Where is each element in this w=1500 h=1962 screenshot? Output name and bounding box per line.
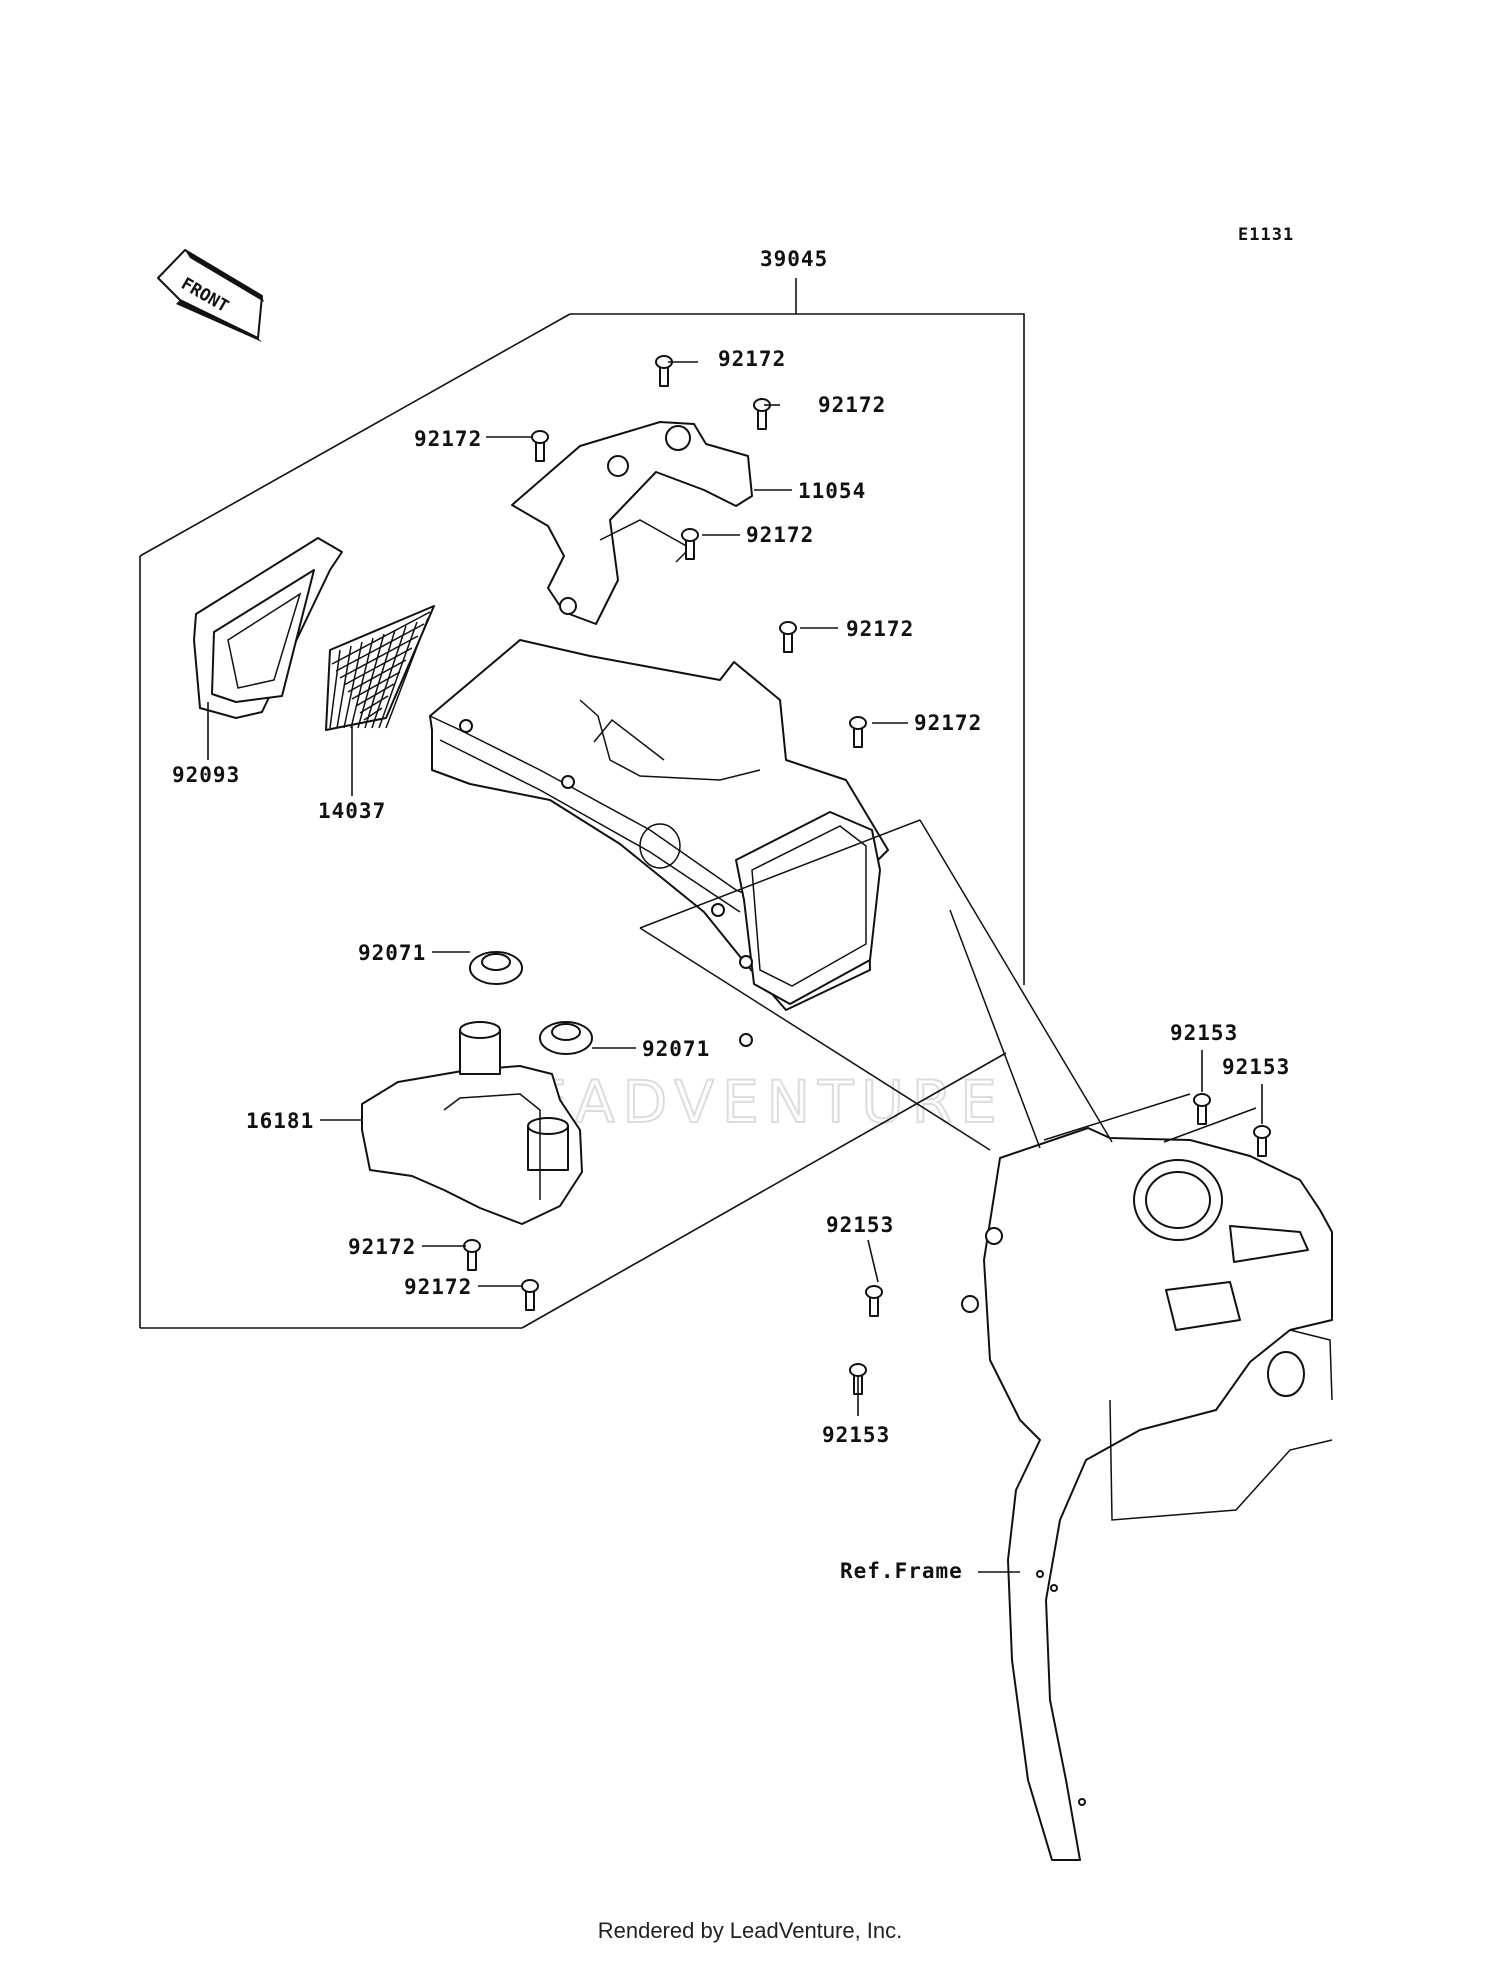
mesh-line	[329, 649, 341, 729]
part-label-mesh: 14037	[318, 799, 386, 823]
air-duct-part	[429, 639, 889, 1047]
screw-icon	[681, 528, 699, 560]
screw-icon	[463, 1239, 481, 1271]
reservoir-part	[361, 1021, 583, 1225]
screw-icon	[655, 355, 673, 387]
mesh-line	[357, 633, 385, 729]
part-label-screw-left: 92172	[414, 427, 482, 451]
footer-credit: Rendered by LeadVenture, Inc.	[597, 1918, 903, 1943]
part-label-screw-top-1: 92172	[718, 347, 786, 371]
mesh-line	[343, 647, 413, 686]
part-label-frame-bolt-3: 92153	[826, 1213, 894, 1237]
screw-icon	[849, 716, 867, 748]
part-label-screw-bottom-1: 92172	[348, 1235, 416, 1259]
part-label-frame-bolt-4: 92153	[822, 1423, 890, 1447]
mesh-line	[347, 659, 407, 693]
grommet-part-1	[469, 951, 523, 985]
part-label-grommet-2: 92071	[642, 1037, 710, 1061]
part-label-cover: 92093	[172, 763, 240, 787]
screw-icon	[1193, 1093, 1211, 1125]
reference-lines	[639, 819, 1257, 1151]
mesh-line	[339, 635, 419, 679]
mesh-line	[363, 707, 383, 721]
label-assembly: 39045	[760, 247, 828, 271]
leader-line-frame-bolt-3	[867, 1239, 879, 1283]
mesh-line	[336, 645, 352, 729]
screw-icon	[531, 430, 549, 462]
front-arrow-icon: FRONT	[157, 249, 264, 342]
part-label-frame-bolt-1: 92153	[1170, 1021, 1238, 1045]
screw-icon	[779, 621, 797, 653]
assembly-outline	[139, 278, 1025, 1329]
part-label-grommet-1: 92071	[358, 941, 426, 965]
screw-icon	[753, 398, 771, 430]
mesh-line	[364, 629, 396, 729]
mesh-line	[343, 641, 363, 729]
part-label-reservoir: 16181	[246, 1109, 314, 1133]
part-label-frame-bolt-2: 92153	[1222, 1055, 1290, 1079]
mesh-part	[325, 605, 435, 731]
part-label-screw-mid: 92172	[746, 523, 814, 547]
mesh-line	[385, 617, 429, 729]
screw-icon	[1253, 1125, 1271, 1157]
bracket-part	[511, 421, 753, 625]
mesh-line	[331, 611, 431, 665]
mesh-line	[359, 695, 389, 714]
grommet-part-2	[539, 1021, 593, 1055]
mesh-line	[351, 671, 401, 700]
part-label-bracket: 11054	[798, 479, 866, 503]
screw-icon	[865, 1285, 883, 1317]
screw-icon	[521, 1279, 539, 1311]
frame-part	[961, 1127, 1333, 1861]
cover-part	[193, 537, 343, 719]
part-label-screw-right-1: 92172	[846, 617, 914, 641]
part-label-screw-bottom-2: 92172	[404, 1275, 472, 1299]
part-label-screw-right-2: 92172	[914, 711, 982, 735]
diagram-code: E1131	[1238, 225, 1294, 245]
part-label-ref-frame: Ref.Frame	[840, 1559, 963, 1583]
mesh-line	[350, 637, 374, 729]
part-label-screw-top-2: 92172	[818, 393, 886, 417]
mesh-line	[378, 621, 418, 729]
mesh-line	[371, 625, 407, 729]
